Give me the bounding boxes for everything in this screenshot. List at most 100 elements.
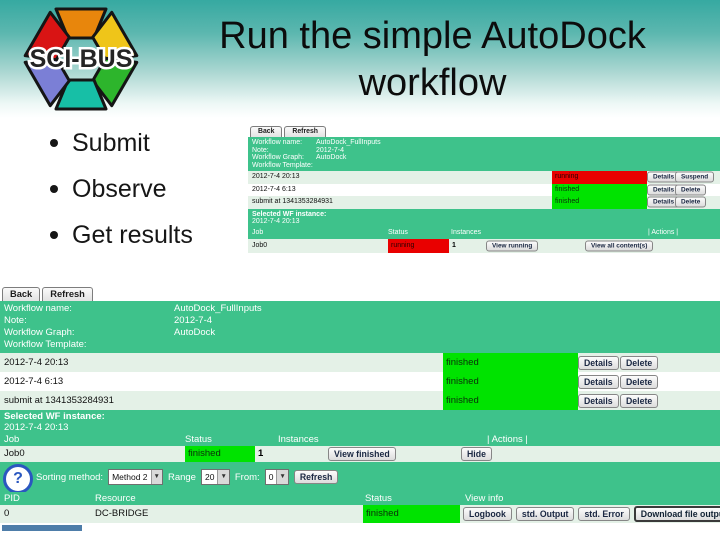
job-status-cell: finished <box>185 446 255 462</box>
job-row: Job0 finished 1 View finished Hide <box>0 446 720 462</box>
range-select[interactable]: 20▼ <box>200 469 230 485</box>
sorting-method-label: Sorting method: <box>36 471 104 483</box>
from-select[interactable]: 0▼ <box>264 469 289 485</box>
info-value: 2012-7-4 <box>316 146 345 154</box>
col-instances: Instances <box>451 228 481 236</box>
status-cell: finished <box>443 391 578 410</box>
view-info-buttons: Logbook std. Output std. Error Download … <box>463 506 720 522</box>
info-row: Workflow Graph: AutoDock <box>252 154 720 162</box>
back-button[interactable]: Back <box>2 287 41 301</box>
instance-label: 2012-7-4 20:13 <box>4 357 69 368</box>
details-button[interactable]: Details <box>578 355 619 370</box>
resource-value: DC-BRIDGE <box>95 508 149 519</box>
delete-button[interactable]: Delete <box>620 374 659 389</box>
selected-wf-value: 2012-7-4 20:13 <box>252 217 300 225</box>
info-row: Note:2012-7-4 <box>4 315 720 327</box>
bullet-label: Submit <box>72 129 150 157</box>
job-instances-count: 1 <box>452 241 456 249</box>
delete-button[interactable]: Delete <box>675 184 707 196</box>
info-row: Workflow Template: <box>4 339 720 351</box>
toolbar: Back Refresh <box>248 122 720 137</box>
job-table-header: Job Status Instances | Actions | <box>248 226 720 239</box>
view-finished-button[interactable]: View finished <box>328 447 396 461</box>
selected-wf-panel: Selected WF instance: 2012-7-4 20:13 <box>248 208 720 227</box>
pid-status-cell: finished <box>363 505 460 523</box>
download-file-output-button[interactable]: Download file output <box>633 506 720 522</box>
col-actions: | Actions | <box>487 434 528 445</box>
bullet-label: Get results <box>72 221 193 249</box>
info-row: Workflow Graph:AutoDock <box>4 327 720 339</box>
screenshot-workflow-finished: Back Refresh Workflow name:AutoDock_Full… <box>0 283 720 535</box>
instance-label: submit at 1341353284931 <box>4 395 114 406</box>
job-name: Job0 <box>252 241 268 249</box>
bullet-dot <box>50 231 58 239</box>
pid-table-header: PID Resource Status View info <box>0 492 720 505</box>
sci-bus-logo: SCI-BUS <box>23 7 139 111</box>
suspend-button[interactable]: Suspend <box>675 171 715 183</box>
delete-button[interactable]: Delete <box>620 355 659 370</box>
details-button[interactable]: Details <box>578 393 619 408</box>
logbook-button[interactable]: Logbook <box>463 507 512 521</box>
job-table-header: Job Status Instances | Actions | <box>0 433 720 446</box>
info-label: Workflow name: <box>4 303 72 314</box>
bullet-dot <box>50 185 58 193</box>
view-running-button[interactable]: View running <box>486 240 539 251</box>
sorting-controls: ? Sorting method: Method 2▼ Range 20▼ Fr… <box>0 462 720 494</box>
sorting-method-value: Method 2 <box>112 472 148 482</box>
job-instances-count: 1 <box>258 448 264 459</box>
from-value: 0 <box>268 472 274 482</box>
col-job: Job <box>252 228 264 236</box>
job-row: Job0 running 1 View running View all con… <box>248 238 720 253</box>
pid-value: 0 <box>4 508 10 519</box>
col-resource: Resource <box>95 493 136 504</box>
toolbar: Back Refresh <box>0 283 720 301</box>
workflow-info-panel: Workflow name:AutoDock_FullInputs Note:2… <box>248 137 720 171</box>
sorting-method-select[interactable]: Method 2▼ <box>108 469 163 485</box>
selected-wf-value: 2012-7-4 20:13 <box>4 421 69 433</box>
slide-title: Run the simple AutoDock workflow <box>150 13 715 107</box>
view-all-contents-button[interactable]: View all content(s) <box>585 240 654 251</box>
status-cell: finished <box>443 353 578 372</box>
info-row: Workflow name:AutoDock_FullInputs <box>4 303 720 315</box>
details-button[interactable]: Details <box>578 374 619 389</box>
info-label: Workflow Graph: <box>252 154 304 161</box>
from-label: From: <box>234 471 260 483</box>
instance-label: 2012-7-4 6:13 <box>4 376 64 387</box>
std-output-button[interactable]: std. Output <box>515 507 575 521</box>
refresh-button[interactable]: Refresh <box>284 126 326 137</box>
logo-text: SCI-BUS <box>30 45 133 73</box>
info-label: Note: <box>4 315 27 326</box>
bullet-get-results: Get results <box>46 222 193 248</box>
delete-button[interactable]: Delete <box>675 196 707 208</box>
chevron-down-icon: ▼ <box>217 470 229 484</box>
col-status: Status <box>365 493 392 504</box>
col-status: Status <box>185 434 212 445</box>
status-cell: finished <box>552 183 647 196</box>
info-value: AutoDock <box>316 154 347 161</box>
bullet-label: Observe <box>72 175 167 203</box>
horizontal-scrollbar-thumb[interactable] <box>2 525 82 531</box>
refresh-list-button[interactable]: Refresh <box>293 470 339 484</box>
col-view-info: View info <box>465 493 504 504</box>
selected-wf-label: Selected WF instance: <box>4 410 105 422</box>
info-label: Workflow Graph: <box>4 327 75 338</box>
hide-button[interactable]: Hide <box>461 447 492 461</box>
job-status-cell: running <box>388 238 449 253</box>
col-instances: Instances <box>278 434 319 445</box>
bullet-list: Submit Observe Get results <box>46 130 193 268</box>
info-value: AutoDock_FullInputs <box>316 139 381 146</box>
instance-row: 2012-7-4 20:13 running Details Suspend <box>248 171 720 184</box>
col-job: Job <box>4 434 20 445</box>
delete-button[interactable]: Delete <box>620 393 659 408</box>
instance-label: 2012-7-4 6:13 <box>252 185 296 193</box>
slide-title-line1: Run the simple AutoDock <box>219 15 646 57</box>
refresh-button[interactable]: Refresh <box>42 287 93 301</box>
chevron-down-icon: ▼ <box>150 470 162 484</box>
info-label: Workflow Template: <box>252 161 313 169</box>
info-label: Workflow name: <box>252 139 303 146</box>
back-button[interactable]: Back <box>250 126 283 137</box>
selected-wf-panel: Selected WF instance: 2012-7-4 20:13 <box>0 410 720 433</box>
help-icon[interactable]: ? <box>3 464 33 494</box>
std-error-button[interactable]: std. Error <box>578 507 630 521</box>
instance-label: submit at 1341353284931 <box>252 198 333 205</box>
